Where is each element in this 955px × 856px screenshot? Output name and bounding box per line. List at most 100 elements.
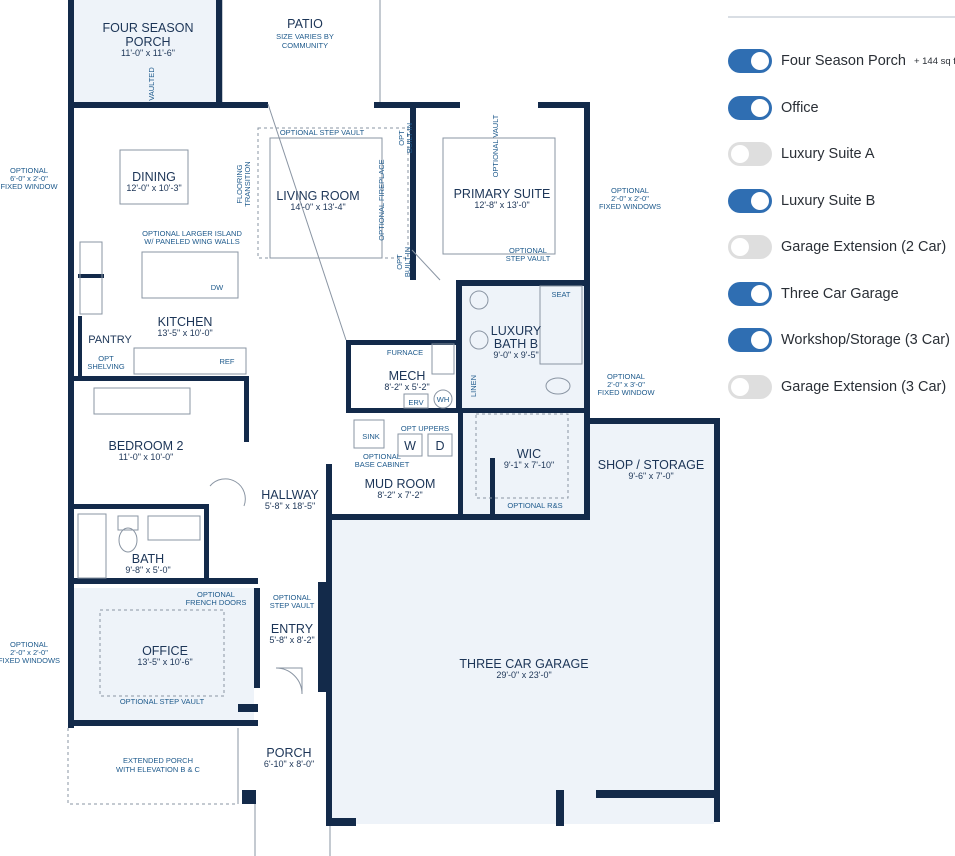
option-luxury-suite-b[interactable]: Luxury Suite B [728,187,875,215]
room-mech-dims: 8'-2" x 5'-2" [384,382,429,392]
room-office-dims: 13'-5" x 10'-6" [137,657,192,667]
note-sink: SINK [362,432,380,441]
room-wic-dims: 9'-1" x 7'-10" [504,460,554,470]
room-garage-dims: 29'-0" x 23'-0" [496,670,551,680]
walls [68,0,720,826]
note-ref: REF [220,357,235,366]
toggle-knob [751,192,769,210]
room-shop-name: SHOP / STORAGE [598,458,705,472]
note-erv: ERV [408,398,423,407]
toggle-knob [751,285,769,303]
toggle-switch[interactable] [728,49,772,73]
note-opt-uppers: OPT UPPERS [401,424,449,433]
garage-area [332,518,714,824]
option-label: Garage Extension (3 Car) [781,379,947,395]
room-mudroom-name: MUD ROOM [365,477,436,491]
room-kitchen-dims: 13'-5" x 10'-0" [157,328,212,338]
note-flooring-transition: FLOORINGTRANSITION [235,161,252,206]
room-living-name: LIVING ROOM [276,189,359,203]
toggle-knob [751,331,769,349]
room-wic-name: WIC [517,447,541,461]
toggle-switch[interactable] [728,375,772,399]
note-optional-vault-primary: OPTIONAL VAULT [491,114,500,177]
room-dining-dims: 12'-0" x 10'-3" [126,183,181,193]
toggle-switch[interactable] [728,282,772,306]
room-mech-name: MECH [389,369,426,383]
note-opt-builtin-bottom: OPTBUILT-IN [395,247,412,277]
extended-porch-outline [67,728,238,805]
option-office[interactable]: Office [728,94,819,122]
note-wh: WH [437,395,450,404]
room-pantry-name: PANTRY [88,334,132,346]
toggle-knob [731,145,749,163]
note-vaulted: VAULTED [147,67,156,101]
toggle-knob [751,99,769,117]
note-opt-fireplace: OPTIONAL FIREPLACE [377,159,386,240]
shop-area [587,422,715,520]
toggle-knob [731,378,749,396]
room-office-name: OFFICE [142,644,188,658]
note-opt-builtin-top: OPTBUILT-IN [397,123,414,153]
option-label: Four Season Porch [781,53,906,69]
note-dw: DW [211,283,224,292]
note-linen: LINEN [469,375,478,397]
room-bedroom2-dims: 11'-0" x 10'-0" [119,452,174,462]
room-bedroom2-name: BEDROOM 2 [108,439,183,453]
option-three-car-garage[interactable]: Three Car Garage [728,280,899,308]
room-dining-name: DINING [132,170,176,184]
room-bath-name: BATH [132,552,164,566]
toggle-switch[interactable] [728,96,772,120]
label-dryer: D [435,439,444,453]
room-patio-name: PATIO [287,17,323,31]
luxury-bath-area [458,282,586,410]
option-sqft: + 144 sq f [913,55,955,67]
note-furnace: FURNACE [387,348,423,357]
toggle-switch[interactable] [728,235,772,259]
option-luxury-suite-a[interactable]: Luxury Suite A [728,140,875,168]
toggle-switch[interactable] [728,328,772,352]
room-luxbath-dims: 9'-0" x 9'-5" [493,350,538,360]
room-hallway-dims: 5'-8" x 18'-5" [265,501,315,511]
fixtures [77,103,583,697]
option-garage-extension-3-car[interactable]: Garage Extension (3 Car) [728,373,946,401]
room-mudroom-dims: 8'-2" x 7'-2" [377,490,422,500]
room-porch-name: PORCH [266,746,311,760]
panel-divider [728,16,955,18]
room-garage-name: THREE CAR GARAGE [459,657,588,671]
wic-area [462,410,586,514]
toggle-switch[interactable] [728,142,772,166]
four-season-porch-area [74,0,222,104]
toggle-switch[interactable] [728,189,772,213]
room-four-season-porch-dims: 11'-0" x 11'-6" [121,48,175,58]
room-kitchen-name: KITCHEN [158,315,213,329]
note-opt-step-vault-living: OPTIONAL STEP VAULT [280,128,365,137]
note-opt-step-vault-office: OPTIONAL STEP VAULT [120,697,205,706]
option-workshop-storage-3-car[interactable]: Workshop/Storage (3 Car) [728,326,950,354]
room-hallway-name: HALLWAY [261,488,319,502]
room-porch-dims: 6'-10" x 8'-0" [264,759,314,769]
room-primary-name: PRIMARY SUITE [454,187,551,201]
option-four-season-porch[interactable]: Four Season Porch + 144 sq f [728,47,955,75]
room-entry-name: ENTRY [271,622,314,636]
toggle-knob [731,238,749,256]
room-entry-dims: 5'-8" x 8'-2" [269,635,314,645]
option-garage-extension-2-car[interactable]: Garage Extension (2 Car) [728,233,946,261]
option-label: Workshop/Storage (3 Car) [781,332,950,348]
patio-outline [221,0,381,104]
room-shop-dims: 9'-6" x 7'-0" [628,471,673,481]
option-label: Luxury Suite A [781,146,875,162]
